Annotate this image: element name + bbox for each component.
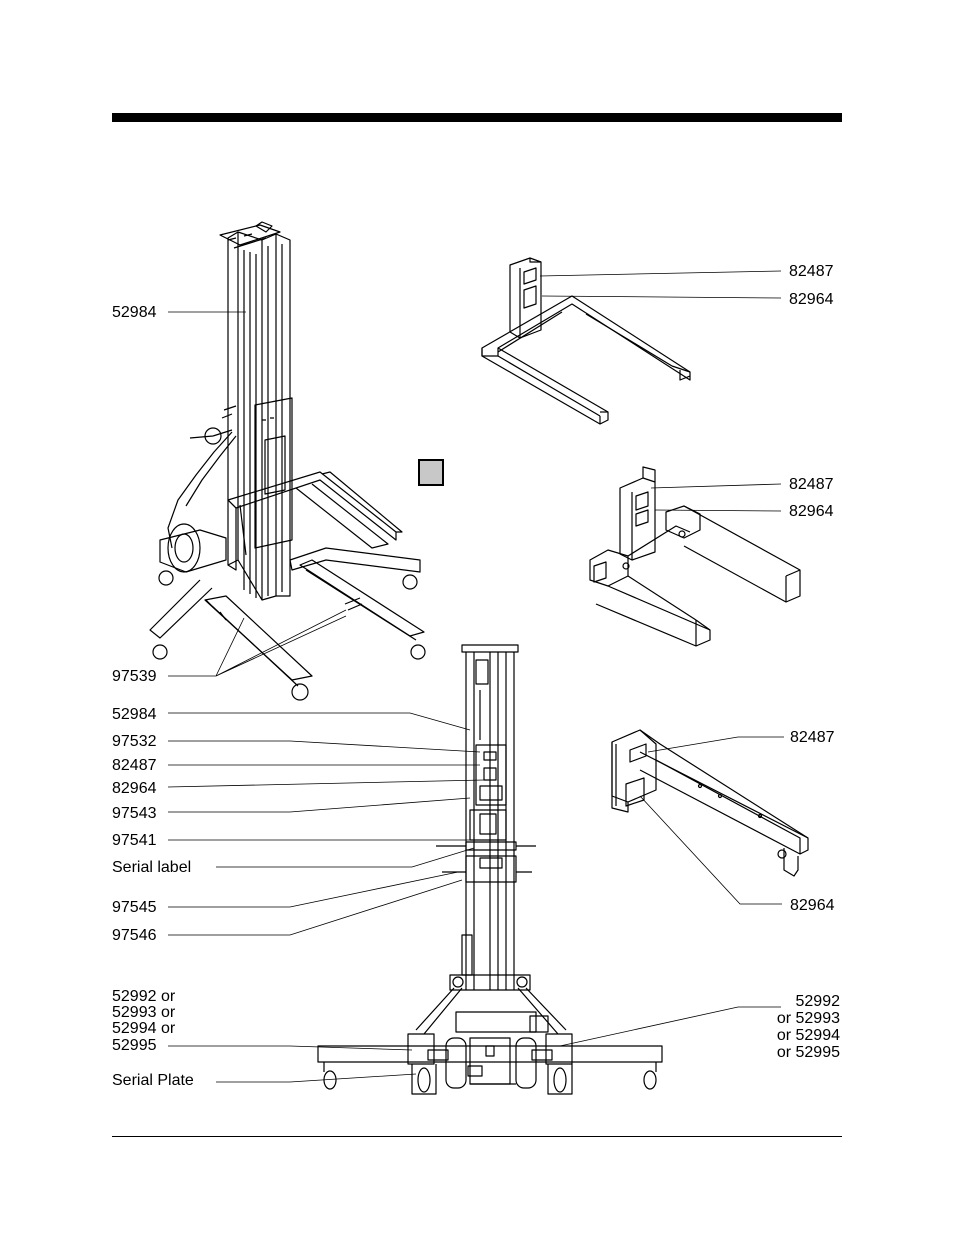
label-serial-plate: Serial Plate: [112, 1072, 194, 1089]
label-boom-82964: 82964: [790, 897, 835, 914]
label-mast-52984: 52984: [112, 304, 157, 321]
label-fork2-82964: 82964: [789, 503, 834, 520]
label-leg-right-line2: or 52993: [742, 1010, 840, 1027]
label-leg-right-line4: or 52995: [742, 1044, 840, 1061]
boom-assembly: [612, 730, 808, 876]
label-97532: 97532: [112, 733, 157, 750]
gray-square-marker: [418, 459, 444, 486]
label-82487: 82487: [112, 757, 157, 774]
label-fork1-82964: 82964: [789, 291, 834, 308]
label-leg-left-line2: 52993 or: [112, 1004, 175, 1021]
label-fork2-82487: 82487: [789, 476, 834, 493]
fork-assembly-1: [482, 258, 690, 424]
label-97546: 97546: [112, 927, 157, 944]
label-boom-82487: 82487: [790, 729, 835, 746]
label-leg-right-line1: 52992: [742, 993, 840, 1010]
label-fork1-82487: 82487: [789, 263, 834, 280]
label-serial-label: Serial label: [112, 859, 191, 876]
fork-assembly-2: [590, 467, 800, 646]
label-52984: 52984: [112, 706, 157, 723]
label-97541: 97541: [112, 832, 157, 849]
label-leg-left-line1: 52992 or: [112, 988, 175, 1005]
isometric-lift: [150, 222, 425, 700]
label-leg-left-line3: 52994 or: [112, 1020, 175, 1037]
label-97545: 97545: [112, 899, 157, 916]
label-leg-left-line4: 52995: [112, 1037, 157, 1054]
label-outrigger-97539: 97539: [112, 668, 157, 685]
label-82964: 82964: [112, 780, 157, 797]
front-view-lift: [318, 645, 662, 1094]
label-leg-right-line3: or 52994: [742, 1027, 840, 1044]
label-97543: 97543: [112, 805, 157, 822]
